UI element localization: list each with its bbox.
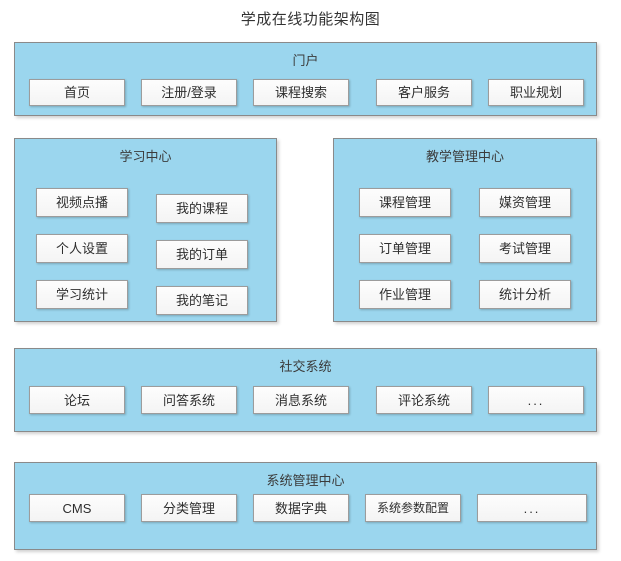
module-button-portal-0[interactable]: 首页 (29, 79, 125, 106)
module-button-learning-right-0[interactable]: 我的课程 (156, 194, 248, 223)
page-title: 学成在线功能架构图 (240, 11, 381, 28)
section-title-social-system: 社交系统 (279, 359, 332, 374)
section-system-management-center: 系统管理中心 CMS 分类管理 数据字典 系统参数配置 ... (14, 462, 597, 550)
module-button-system-1[interactable]: 分类管理 (141, 494, 237, 522)
module-button-social-more[interactable]: ... (488, 386, 584, 414)
module-button-learning-right-2[interactable]: 我的笔记 (156, 286, 248, 315)
module-button-teaching-left-0[interactable]: 课程管理 (359, 188, 451, 217)
module-button-social-0[interactable]: 论坛 (29, 386, 125, 414)
section-title-teaching-management-center: 教学管理中心 (425, 149, 504, 164)
module-button-learning-right-1[interactable]: 我的订单 (156, 240, 248, 269)
section-title-system-management-center: 系统管理中心 (266, 473, 345, 488)
module-button-learning-left-2[interactable]: 学习统计 (36, 280, 128, 309)
module-button-social-1[interactable]: 问答系统 (141, 386, 237, 414)
module-button-teaching-left-2[interactable]: 作业管理 (359, 280, 451, 309)
section-teaching-management-center: 教学管理中心 课程管理 订单管理 作业管理 媒资管理 考试管理 统计分析 (333, 138, 597, 322)
section-social-system: 社交系统 论坛 问答系统 消息系统 评论系统 ... (14, 348, 597, 432)
module-button-system-more[interactable]: ... (477, 494, 587, 522)
module-button-social-2[interactable]: 消息系统 (253, 386, 349, 414)
module-button-portal-3[interactable]: 客户服务 (376, 79, 472, 106)
section-title-learning-center: 学习中心 (119, 149, 172, 164)
module-button-system-2[interactable]: 数据字典 (253, 494, 349, 522)
section-title-portal: 门户 (292, 53, 319, 68)
module-button-social-3[interactable]: 评论系统 (376, 386, 472, 414)
section-portal: 门户 首页 注册/登录 课程搜索 客户服务 职业规划 (14, 42, 597, 116)
module-button-portal-1[interactable]: 注册/登录 (141, 79, 237, 106)
module-button-teaching-right-0[interactable]: 媒资管理 (479, 188, 571, 217)
module-button-learning-left-1[interactable]: 个人设置 (36, 234, 128, 263)
module-button-system-3[interactable]: 系统参数配置 (365, 494, 461, 522)
module-button-system-0[interactable]: CMS (29, 494, 125, 522)
module-button-portal-4[interactable]: 职业规划 (488, 79, 584, 106)
section-learning-center: 学习中心 视频点播 个人设置 学习统计 我的课程 我的订单 我的笔记 (14, 138, 277, 322)
module-button-learning-left-0[interactable]: 视频点播 (36, 188, 128, 217)
module-button-teaching-right-1[interactable]: 考试管理 (479, 234, 571, 263)
module-button-teaching-left-1[interactable]: 订单管理 (359, 234, 451, 263)
module-button-teaching-right-2[interactable]: 统计分析 (479, 280, 571, 309)
module-button-portal-2[interactable]: 课程搜索 (253, 79, 349, 106)
